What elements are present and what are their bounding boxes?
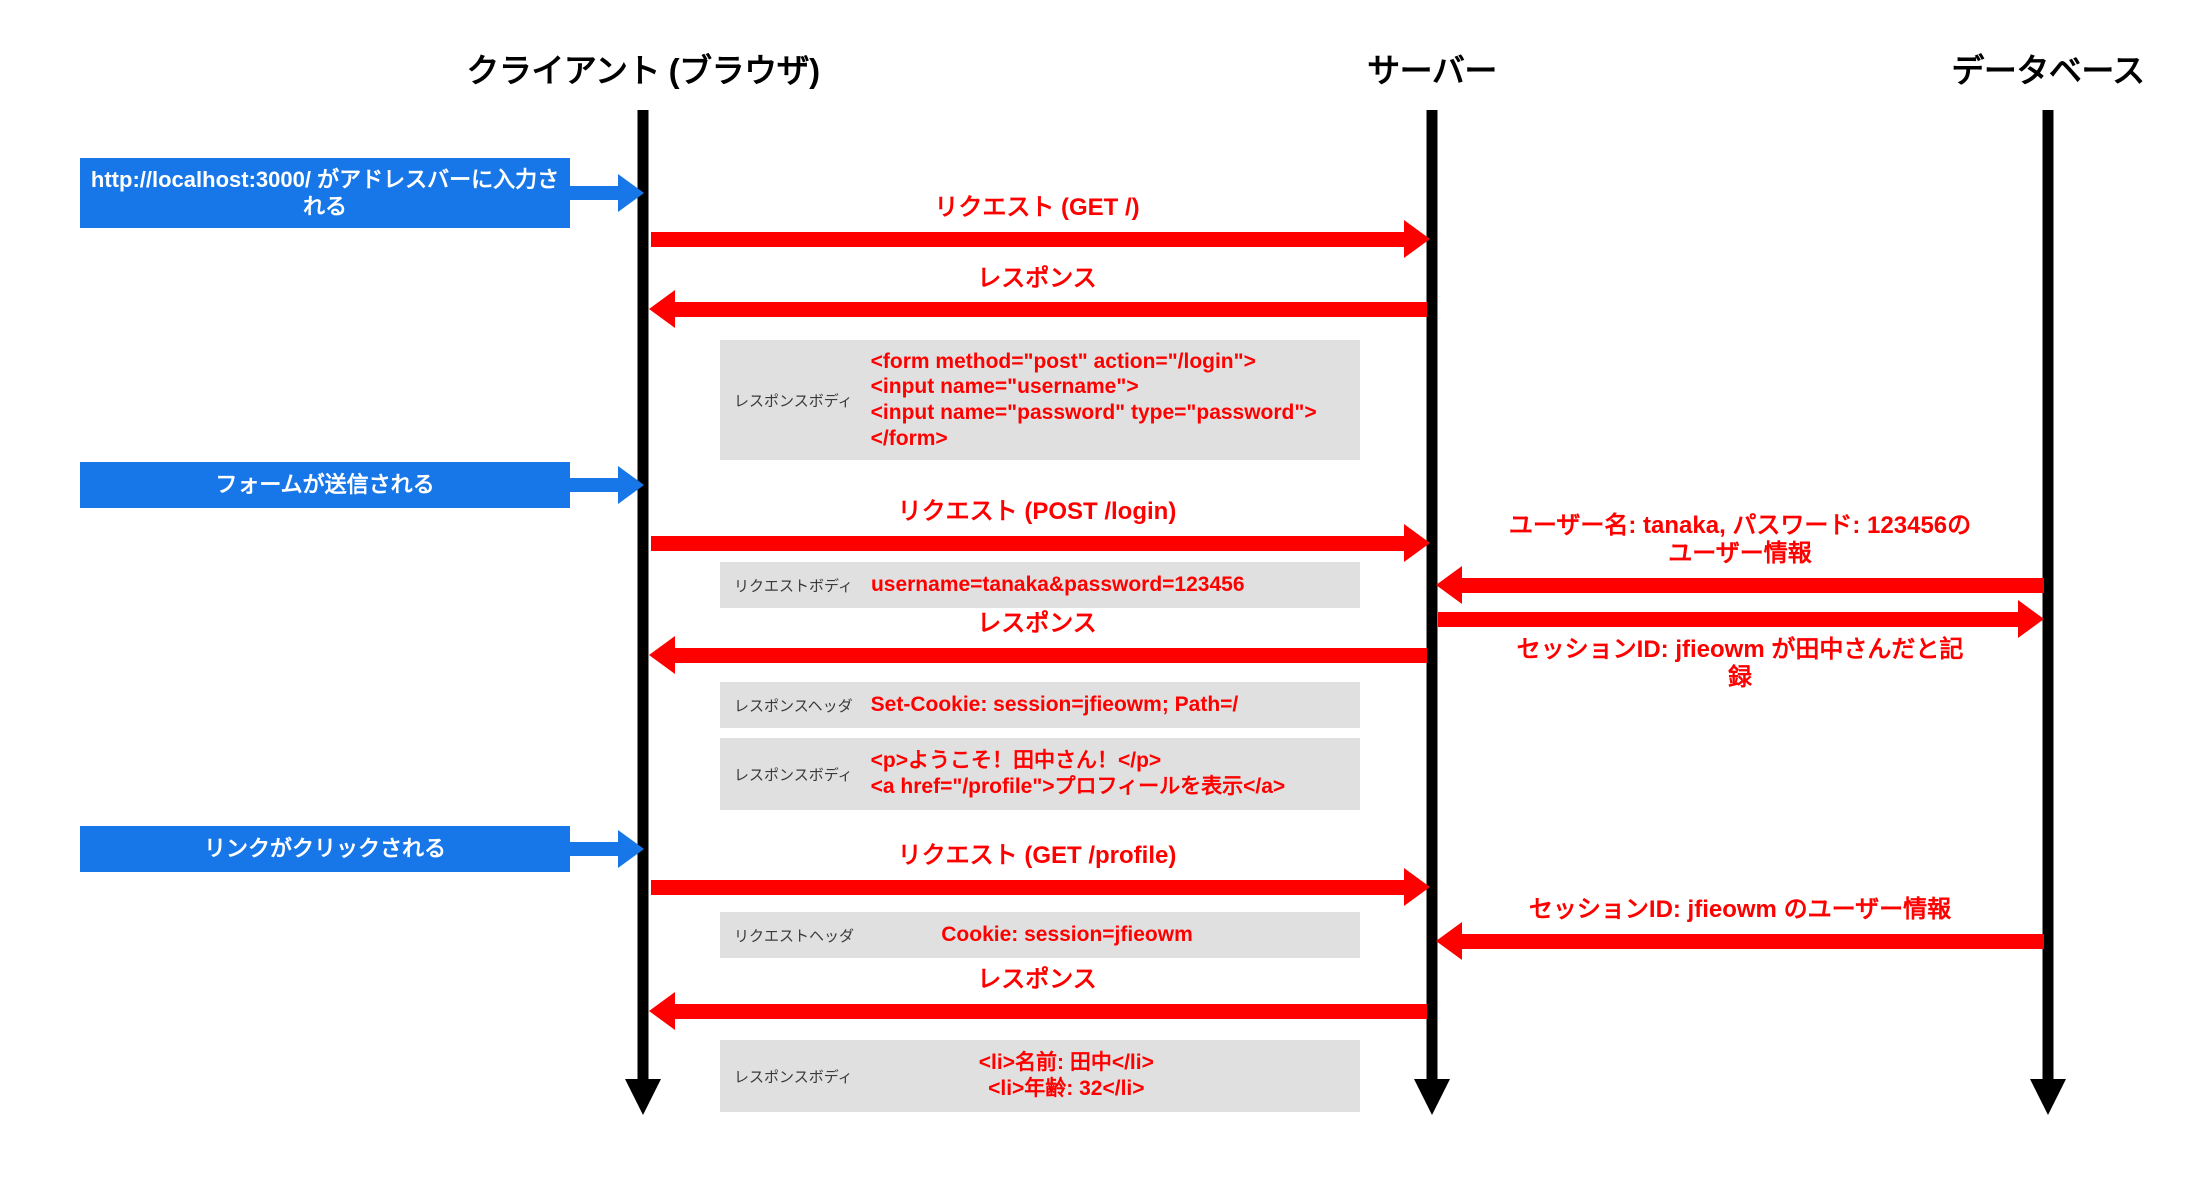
actor-box-address-bar: http://localhost:3000/ がアドレスバーに入力される bbox=[80, 158, 570, 228]
message-shaft-record-session bbox=[1438, 612, 2020, 627]
note-response-header-set-cookie: レスポンスヘッダ Set-Cookie: session=jfieowm; Pa… bbox=[720, 682, 1360, 728]
actor-arrow-head-address-bar bbox=[618, 174, 644, 212]
message-label-record-session: セッションID: jfieowm が田中さんだと記録 bbox=[1516, 636, 1964, 692]
actor-arrow-shaft-link-click bbox=[570, 842, 622, 856]
lifeline-header-client: クライアント (ブラウザ) bbox=[466, 52, 820, 89]
message-shaft-response-2 bbox=[675, 648, 1427, 663]
message-label-post-login: リクエスト (POST /login) bbox=[897, 498, 1177, 525]
message-arrowhead-get-root bbox=[1404, 220, 1430, 258]
note-response-body-welcome: レスポンスボディ <p>ようこそ！田中さん！</p> <a href="/pro… bbox=[720, 738, 1360, 810]
message-shaft-get-root bbox=[651, 232, 1406, 247]
message-shaft-session-user-info bbox=[1462, 934, 2044, 949]
actor-arrow-head-link-click bbox=[618, 830, 644, 868]
lifeline-arrow-server bbox=[1414, 1079, 1450, 1115]
actor-arrow-shaft-address-bar bbox=[570, 186, 622, 200]
message-arrowhead-response-3 bbox=[649, 992, 675, 1030]
message-arrowhead-record-session bbox=[2018, 600, 2044, 638]
note-value-response-body-welcome: <p>ようこそ！田中さん！</p> <a href="/profile">プロフ… bbox=[870, 749, 1286, 798]
note-label-request-body-login: リクエストボディ bbox=[734, 577, 853, 595]
lifeline-bar-database bbox=[2042, 110, 2054, 1085]
lifeline-arrow-database bbox=[2030, 1079, 2066, 1115]
message-arrowhead-db-user-info bbox=[1436, 566, 1462, 604]
message-label-response-2: レスポンス bbox=[977, 610, 1097, 637]
note-label-response-header-set-cookie: レスポンスヘッダ bbox=[734, 697, 853, 715]
message-label-get-root: リクエスト (GET /) bbox=[934, 194, 1140, 221]
message-label-db-user-info: ユーザー名: tanaka, パスワード: 123456の ユーザー情報 bbox=[1508, 512, 1972, 568]
actor-arrow-shaft-form-submit bbox=[570, 478, 622, 492]
message-label-session-user-info: セッションID: jfieowm のユーザー情報 bbox=[1528, 896, 1952, 923]
note-request-header-cookie: リクエストヘッダ Cookie: session=jfieowm bbox=[720, 912, 1360, 958]
message-arrowhead-session-user-info bbox=[1436, 922, 1462, 960]
note-request-body-login: リクエストボディ username=tanaka&password=123456 bbox=[720, 562, 1360, 608]
note-value-response-header-set-cookie: Set-Cookie: session=jfieowm; Path=/ bbox=[870, 693, 1239, 717]
message-label-response-3: レスポンス bbox=[977, 966, 1097, 993]
note-response-body-profile: レスポンスボディ <li>名前: 田中</li> <li>年齢: 32</li> bbox=[720, 1040, 1360, 1112]
actor-box-form-submit: フォームが送信される bbox=[80, 462, 570, 508]
message-shaft-post-login bbox=[651, 536, 1406, 551]
note-label-response-body-welcome: レスポンスボディ bbox=[734, 766, 853, 784]
actor-box-link-click: リンクがクリックされる bbox=[80, 826, 570, 872]
message-label-get-profile: リクエスト (GET /profile) bbox=[897, 842, 1177, 869]
message-arrowhead-post-login bbox=[1404, 524, 1430, 562]
message-arrowhead-get-profile bbox=[1404, 868, 1430, 906]
note-value-response-body-form: <form method="post" action="/login"> <in… bbox=[870, 349, 1317, 450]
note-label-response-body-profile: レスポンスボディ bbox=[734, 1068, 853, 1086]
message-arrowhead-response-2 bbox=[649, 636, 675, 674]
message-shaft-db-user-info bbox=[1462, 578, 2044, 593]
lifeline-bar-server bbox=[1426, 110, 1438, 1085]
note-label-response-body-form: レスポンスボディ bbox=[734, 392, 853, 410]
note-value-response-body-profile: <li>名前: 田中</li> <li>年齢: 32</li> bbox=[978, 1051, 1154, 1100]
message-shaft-response-1 bbox=[675, 302, 1427, 317]
actor-arrow-head-form-submit bbox=[618, 466, 644, 504]
lifeline-arrow-client bbox=[625, 1079, 661, 1115]
message-shaft-get-profile bbox=[651, 880, 1406, 895]
message-shaft-response-3 bbox=[675, 1004, 1427, 1019]
note-value-request-body-login: username=tanaka&password=123456 bbox=[870, 573, 1245, 597]
lifeline-bar-client bbox=[637, 110, 649, 1085]
message-label-response-1: レスポンス bbox=[977, 265, 1097, 292]
lifeline-header-database: データベース bbox=[1951, 52, 2145, 89]
note-value-request-header-cookie: Cookie: session=jfieowm bbox=[941, 923, 1193, 947]
lifeline-header-server: サーバー bbox=[1367, 52, 1497, 89]
message-arrowhead-response-1 bbox=[649, 290, 675, 328]
note-response-body-form: レスポンスボディ <form method="post" action="/lo… bbox=[720, 340, 1360, 460]
note-label-request-header-cookie: リクエストヘッダ bbox=[734, 927, 855, 945]
